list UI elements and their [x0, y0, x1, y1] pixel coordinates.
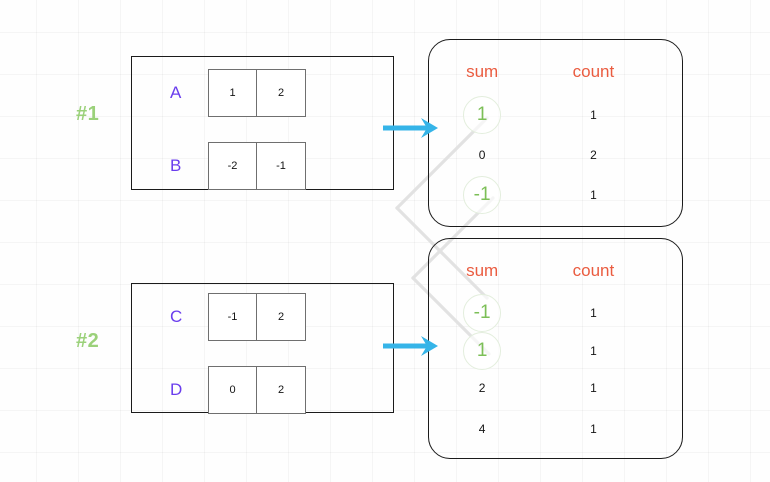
output-sum-2-0: -1 — [429, 294, 535, 332]
output-table-2-body: -1 1 1 1 2 1 4 1 — [429, 294, 682, 453]
input-cell-c-0: -1 — [208, 293, 257, 341]
table-row: 1 1 — [429, 332, 682, 370]
arrow-group-1 — [383, 118, 438, 138]
column-header-sum: sum — [466, 62, 499, 81]
table-row: 2 1 — [429, 370, 682, 405]
output-count-1-2: 1 — [590, 188, 597, 202]
input-row-b: B -2 -1 — [170, 142, 306, 190]
highlight-bubble: -1 — [463, 294, 502, 332]
table-row: 1 1 — [429, 95, 682, 135]
column-header-sum: sum — [466, 261, 499, 280]
input-cells-d: 0 2 — [208, 366, 306, 414]
table-row: 0 2 — [429, 135, 682, 175]
output-sum-1-1: 0 — [478, 148, 486, 162]
output-sum-1-0: 1 — [429, 95, 535, 135]
column-header-count: count — [572, 261, 615, 280]
input-row-d: D 0 2 — [170, 366, 306, 414]
output-count-2-2: 1 — [590, 380, 597, 395]
output-table-2-header: sum count — [429, 261, 682, 281]
output-sum-2-2: 2 — [478, 380, 486, 395]
input-cell-b-0: -2 — [208, 142, 257, 190]
input-panel-2: C -1 2 D 0 2 — [131, 283, 394, 414]
table-row: -1 1 — [429, 175, 682, 215]
input-cells-b: -2 -1 — [208, 142, 306, 190]
input-row-label-d: D — [170, 380, 183, 399]
output-table-1-body: 1 1 0 2 -1 1 — [429, 95, 682, 215]
highlight-bubble: -1 — [463, 176, 502, 214]
input-row-label-b: B — [170, 156, 182, 175]
input-cell-b-1: -1 — [257, 142, 306, 190]
output-count-1-0: 1 — [590, 108, 597, 122]
input-cells-a: 1 2 — [208, 69, 306, 117]
output-table-2: sum count -1 1 1 1 2 1 4 1 — [428, 238, 683, 459]
input-row-label-a: A — [170, 83, 182, 102]
input-row-c: C -1 2 — [170, 293, 306, 341]
column-header-count: count — [572, 62, 615, 81]
input-cell-c-1: 2 — [257, 293, 306, 341]
input-cell-a-0: 1 — [208, 69, 257, 117]
output-table-1: sum count 1 1 0 2 -1 1 — [428, 39, 683, 227]
output-sum-2-1: 1 — [429, 332, 535, 370]
group-label-2: #2 — [76, 330, 100, 352]
input-row-label-c: C — [170, 307, 183, 326]
input-panel-1: A 1 2 B -2 -1 — [131, 56, 394, 190]
output-count-2-1: 1 — [590, 344, 597, 358]
output-table-1-header: sum count — [429, 62, 682, 82]
output-count-2-3: 1 — [590, 422, 597, 436]
highlight-bubble: 1 — [463, 96, 502, 134]
highlight-bubble: 1 — [463, 332, 502, 370]
table-row: -1 1 — [429, 294, 682, 332]
input-cell-a-1: 2 — [257, 69, 306, 117]
input-cell-d-0: 0 — [208, 366, 257, 414]
output-sum-2-3: 4 — [478, 422, 486, 436]
input-cells-c: -1 2 — [208, 293, 306, 341]
output-count-1-1: 2 — [590, 148, 597, 162]
output-count-2-0: 1 — [590, 306, 597, 320]
input-row-a: A 1 2 — [170, 69, 306, 117]
group-label-1: #1 — [76, 103, 100, 125]
output-sum-1-2: -1 — [429, 175, 535, 215]
input-cell-d-1: 2 — [257, 366, 306, 414]
arrow-group-2 — [383, 336, 438, 356]
table-row: 4 1 — [429, 405, 682, 453]
connector-line-1 — [395, 116, 489, 210]
